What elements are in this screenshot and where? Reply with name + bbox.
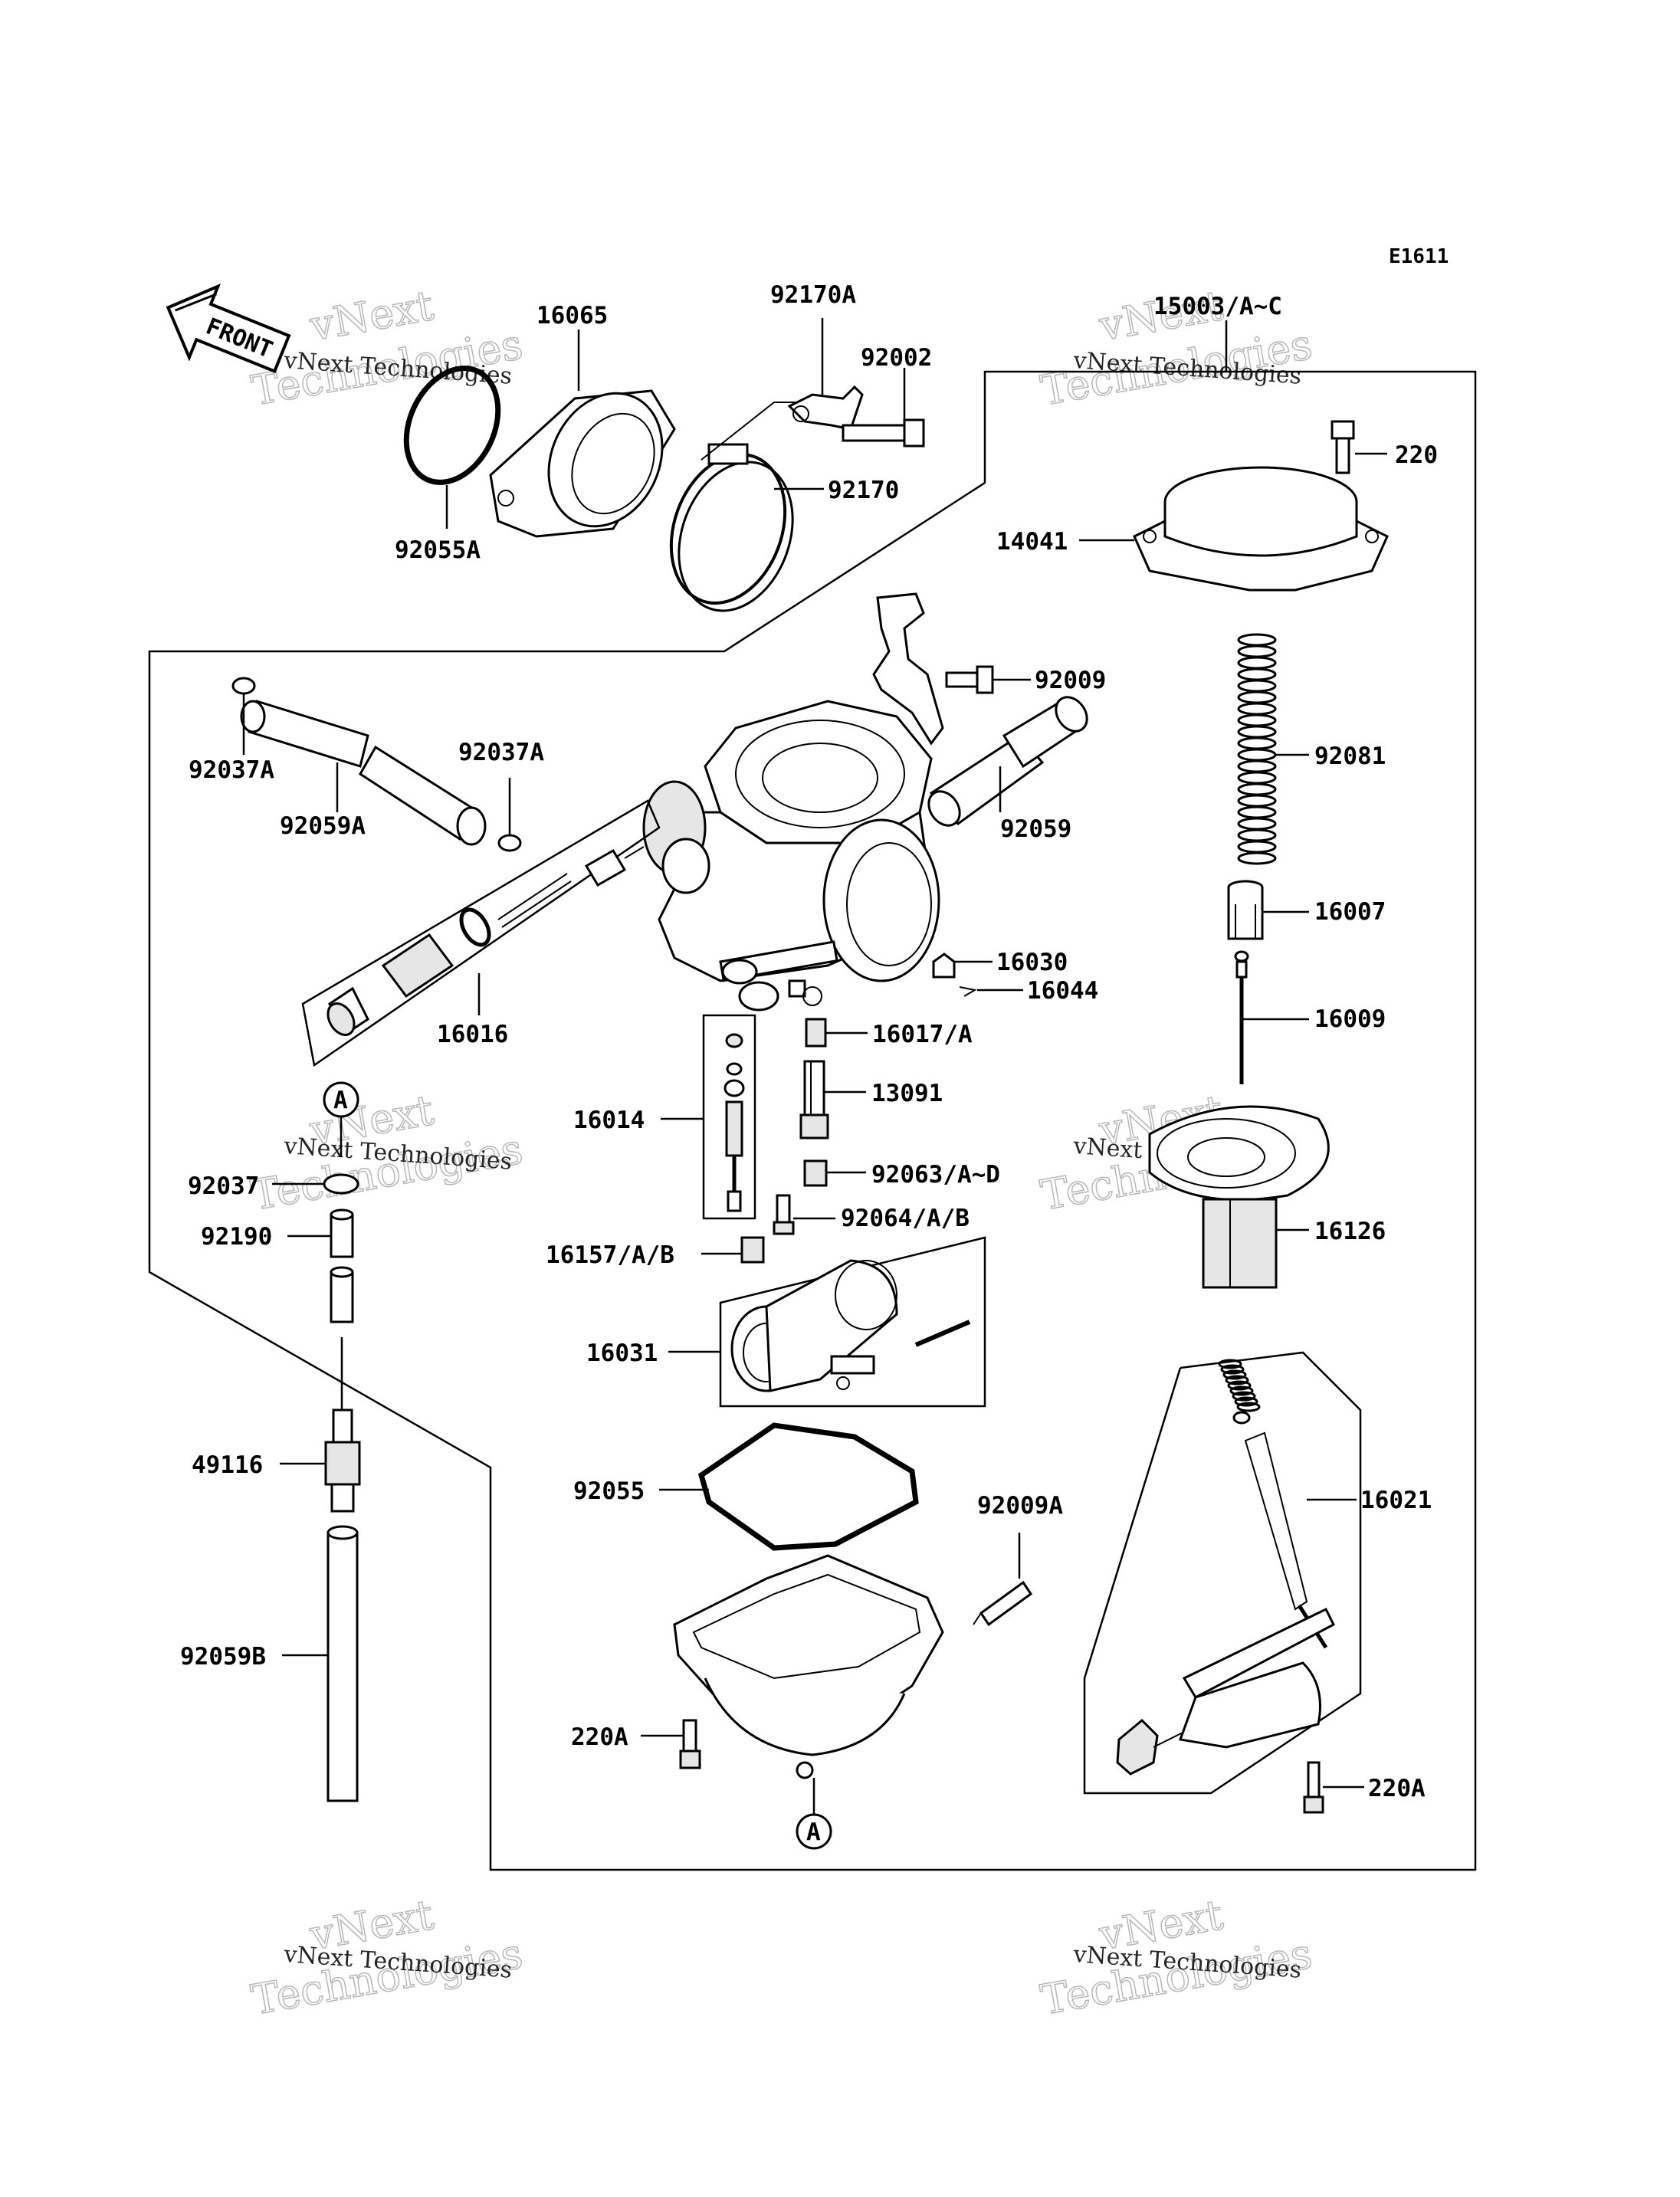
hose-92059a (240, 700, 487, 846)
hose-92190 (330, 1208, 354, 1323)
diagram-code: E1611 (1389, 245, 1449, 268)
float-bowl (673, 1554, 944, 1779)
label-49116: 49116 (192, 1451, 263, 1479)
starter-plunger-16016 (326, 846, 645, 1037)
label-92190: 92190 (201, 1223, 272, 1251)
screw-220a-2 (1303, 1761, 1324, 1814)
label-92059b: 92059B (180, 1643, 266, 1671)
label-92170a: 92170A (770, 281, 856, 309)
label-92037a-2: 92037A (458, 739, 544, 766)
label-92055: 92055 (573, 1477, 645, 1505)
label-92064: 92064/A/B (841, 1205, 970, 1232)
float-16031 (730, 1259, 971, 1392)
label-92009a: 92009A (977, 1492, 1063, 1520)
label-16126: 16126 (1314, 1218, 1386, 1245)
label-16021: 16021 (1360, 1487, 1432, 1514)
label-92002: 92002 (861, 344, 932, 372)
label-16030: 16030 (996, 949, 1068, 976)
label-92059: 92059 (1000, 815, 1071, 843)
label-92059a: 92059A (280, 812, 366, 840)
clip-16044 (959, 986, 977, 997)
assembly-outline (148, 370, 1477, 1871)
label-16017: 16017/A (872, 1021, 973, 1048)
label-13091: 13091 (871, 1080, 943, 1107)
label-92081: 92081 (1314, 743, 1386, 770)
ref-marker-a-left: A (323, 1081, 359, 1118)
label-16031: 16031 (586, 1340, 658, 1367)
intake-holder-16065 (489, 389, 676, 538)
top-cover-14041 (1133, 466, 1389, 592)
screw-92002 (842, 418, 925, 448)
starter-lever-16021 (1116, 1359, 1335, 1776)
label-220a-1: 220A (571, 1723, 628, 1751)
screw-220 (1331, 420, 1355, 474)
main-jet-92063 (803, 1159, 828, 1187)
part-labels: 16065 92170A 92002 15003/A~C 220 92170 9… (180, 281, 1438, 1802)
o-ring-92055a (403, 366, 501, 485)
label-16044: 16044 (1027, 977, 1098, 1005)
label-92037: 92037 (188, 1172, 259, 1200)
label-16007: 16007 (1314, 898, 1386, 926)
pilot-jet-92064 (773, 1194, 795, 1235)
label-220: 220 (1395, 441, 1438, 469)
screw-92009 (945, 665, 994, 694)
watermark-2: vNext Technologies (1037, 280, 1316, 415)
screw-220a-1 (679, 1719, 701, 1769)
label-92037a-1: 92037A (189, 756, 274, 784)
svg-text:A: A (806, 1818, 821, 1846)
front-arrow-icon: FRONT (166, 284, 291, 374)
needle-holder-16007 (1227, 880, 1264, 940)
label-92055a: 92055A (395, 536, 481, 564)
jet-holder-16017 (805, 1018, 827, 1048)
washer-92037 (323, 1173, 359, 1195)
clamp-92170 (669, 443, 794, 612)
label-16065: 16065 (536, 302, 608, 330)
clip-92037a-1 (231, 677, 256, 695)
hose-92059 (927, 696, 1088, 827)
float-valve-16030 (932, 953, 956, 979)
label-92063: 92063/A~D (871, 1161, 1000, 1189)
carburetor-body (642, 592, 944, 1012)
label-220a-2: 220A (1368, 1775, 1426, 1802)
piston-16126 (1148, 1105, 1330, 1289)
label-16009: 16009 (1314, 1005, 1386, 1033)
needle-jet-13091 (799, 1060, 829, 1139)
jet-needle-16009 (1234, 950, 1249, 1084)
drain-screw-92009a (973, 1580, 1033, 1627)
label-16016: 16016 (437, 1021, 508, 1048)
label-16014: 16014 (573, 1107, 645, 1134)
label-15003: 15003/A~C (1153, 293, 1282, 320)
pilot-screw-kit-16014 (724, 1033, 745, 1212)
label-14041: 14041 (996, 528, 1068, 556)
gasket-92055 (697, 1422, 919, 1551)
clip-92037a-2 (497, 834, 522, 852)
label-92170: 92170 (828, 477, 899, 504)
label-16157: 16157/A/B (546, 1241, 674, 1269)
ref-marker-a-bottom: A (796, 1813, 832, 1850)
spring-92081 (1237, 633, 1277, 865)
fitting-49116 (324, 1408, 361, 1513)
svg-text:A: A (333, 1087, 348, 1114)
hose-92059b (326, 1525, 359, 1802)
plug-16157 (740, 1236, 765, 1264)
clamp-bracket-92170a (787, 385, 864, 431)
label-92009: 92009 (1035, 667, 1106, 694)
